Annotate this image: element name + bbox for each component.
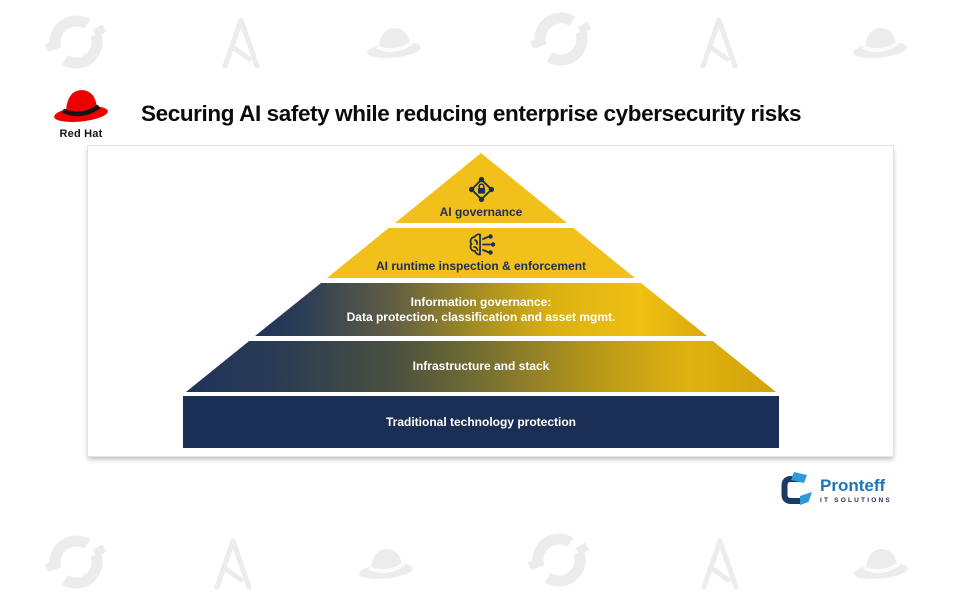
openshift-icon (529, 9, 592, 72)
ansible-a-icon (699, 17, 739, 74)
openshift-icon (44, 12, 107, 75)
pronteff-wordmark: Pronteff IT SOLUTIONS (820, 475, 892, 504)
ansible-a-icon (213, 538, 253, 595)
fedora-hat-icon (358, 544, 414, 587)
layer-label: Traditional technology protection (385, 414, 576, 429)
ai-brain-circuit-icon (469, 233, 495, 256)
redhat-wordmark: Red Hat (59, 128, 103, 140)
fedora-hat-icon (366, 23, 422, 66)
page-title: Securing AI safety while reducing enterp… (141, 101, 802, 126)
openshift-icon (44, 532, 107, 595)
pronteff-brand-tagline: IT SOLUTIONS (820, 496, 892, 504)
pronteff-logo: Pronteff IT SOLUTIONS (779, 471, 892, 509)
ansible-a-icon (700, 538, 740, 595)
pyramid-layer-ai-runtime: AI runtime inspection & enforcement (327, 228, 635, 278)
layer-label: AI runtime inspection & enforcement (375, 259, 587, 273)
fedora-hat-icon (852, 23, 908, 66)
layer-label-line1: Information governance: (410, 294, 552, 309)
pyramid-card: AI governance AI runtime inspection & en… (87, 145, 894, 457)
openshift-icon (527, 530, 590, 593)
pronteff-brand-name: Pronteff (820, 475, 886, 495)
fedora-hat-icon (853, 544, 909, 587)
ansible-a-icon (221, 17, 261, 74)
pyramid-layer-infrastructure: Infrastructure and stack (186, 341, 776, 392)
layer-label: Infrastructure and stack (412, 359, 550, 373)
pyramid-layer-information-governance: Information governance: Data protection,… (255, 283, 707, 336)
layer-label-line2: Data protection, classification and asse… (346, 309, 616, 324)
redhat-logo: Red Hat (49, 86, 113, 140)
pyramid-layer-ai-governance: AI governance (395, 153, 567, 223)
layer-label: AI governance (439, 205, 523, 219)
pyramid-layer-traditional-protection: Traditional technology protection (183, 396, 779, 448)
governance-lock-network-icon (468, 176, 494, 203)
pronteff-mark-icon (781, 472, 812, 505)
redhat-hat-icon (54, 90, 108, 122)
